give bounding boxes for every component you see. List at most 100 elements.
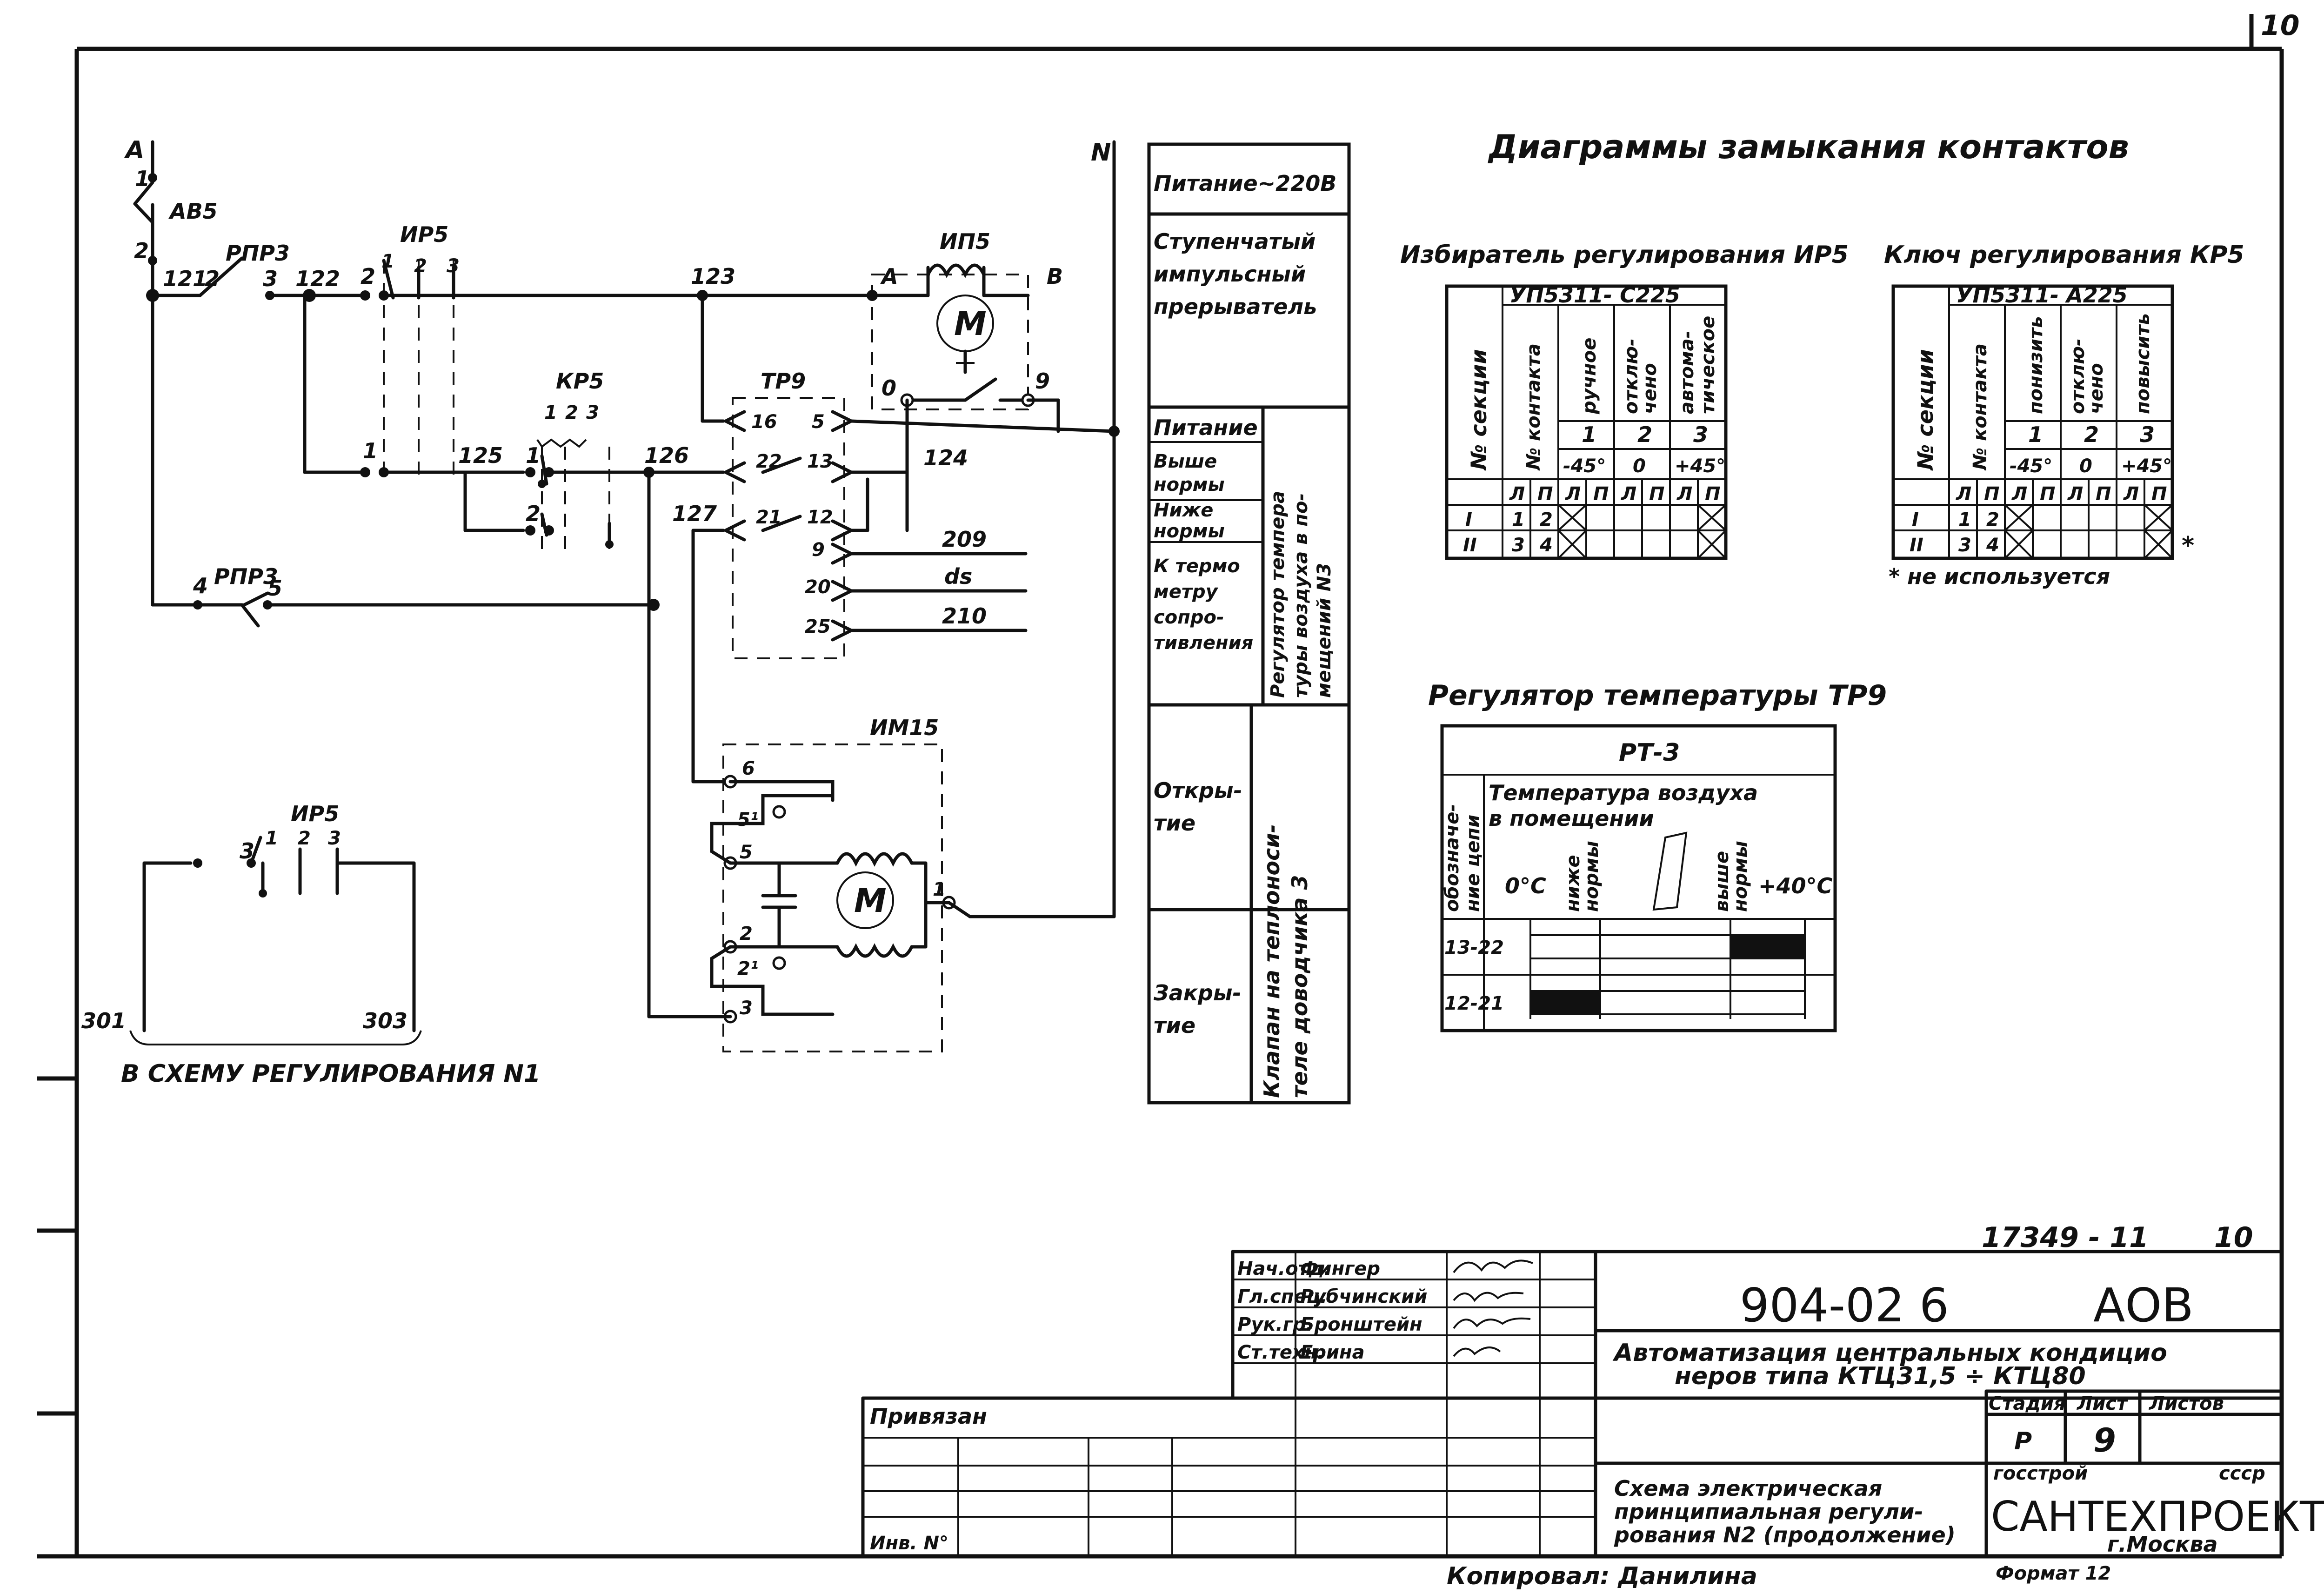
rpr3-bottom-pin-b: 5 [267,576,282,601]
selector-p-c: П [1537,483,1553,505]
drawing-title-3: рования N2 (продолжение) [1614,1522,1956,1547]
key-col-contact: № контакта [1970,343,1991,471]
drawing-title-2: принципиальная регули- [1614,1499,1923,1524]
kp5-c3: 3 [586,402,599,423]
legend-regulator-2: туры воздуха в по- [1290,493,1312,698]
ir5-top-c3: 3 [447,255,460,277]
im15-pin-5p: 5¹ [737,809,758,830]
key-p-1: П [2040,483,2055,505]
legend-closing-1: Закры- [1153,980,1242,1005]
legend-closing-2: тие [1154,1013,1195,1038]
doc-mark: АОВ [2093,1278,2194,1333]
stage-value: Р [2014,1427,2032,1455]
selector-col-section: № секции [1466,349,1491,471]
regulator-col-circuit-1: обозначе- [1442,804,1463,912]
key-note: * не используется [1889,564,2110,589]
regulator-air-temp-1: Температура воздуха [1489,780,1758,805]
selector-pos-2: 2 [1637,422,1652,447]
ab5-pin2: 2 [134,238,149,263]
ip5-pin-a: А [880,264,898,289]
corner-sheet-number: 10 [2261,9,2300,42]
ir5-bottom-c3: 3 [328,828,341,849]
tr9-pin-5: 5 [812,411,825,433]
selector-row2-section: II [1463,535,1477,556]
key-angle-1: -45° [2010,455,2052,477]
ir5-top-row-a: 2 [361,264,375,289]
regulator-model: РТ-3 [1619,739,1680,767]
key-model: УП5311- А225 [1956,282,2128,308]
format-label: Формат 12 [1996,1563,2111,1584]
inv-label: Инв. N° [870,1533,948,1554]
kp5-label: КР5 [556,368,604,394]
key-mode-1: понизить [2025,316,2047,414]
tr9-pin-12: 12 [807,507,833,528]
rpr3-bottom-pin-a: 4 [193,573,208,598]
ip5-motor-symbol: M [954,305,987,343]
legend-valve-1: Клапан на теплоноси- [1259,824,1284,1098]
key-row2-section: II [1910,535,1923,556]
selector-row2-c1: 3 [1512,535,1525,556]
im15-pin-1: 1 [933,879,946,900]
regulator-col-circuit-2: ние цепи [1463,815,1484,912]
selector-p-3: П [1705,483,1720,505]
key-mode-3: повысить [2132,313,2154,414]
regulator-table [1440,724,1837,1032]
tr9-pin-21: 21 [756,507,782,528]
wire-303: 303 [363,1008,407,1033]
key-pos-1: 1 [2028,422,2043,447]
wire-122: 122 [295,266,340,291]
org-city: г.Москва [2107,1532,2218,1557]
im15-motor-symbol: M [854,882,887,920]
staff-name-4: Ерина [1300,1342,1365,1363]
kp5-row-a: 1 [526,443,541,468]
rpr3-bottom-label: РПР3 [214,564,278,589]
kp5-c2: 2 [565,402,578,423]
legend-below-2: нормы [1154,521,1225,542]
regulator-row2-circuit: 12-21 [1444,993,1504,1014]
title-block-frame [861,1250,2284,1558]
staff-role-1: Нач.отд. [1237,1258,1331,1279]
regulator-below-1: ниже [1563,855,1584,912]
regulator-air-temp-2: в помещении [1489,806,1654,831]
key-title: Ключ регулирования КР5 [1884,241,2244,269]
ir5-bottom-c1: 1 [265,828,278,849]
legend-interrupter-2: импульсный [1154,261,1306,287]
key-l-3: Л [2123,483,2139,505]
rpr3-top-label: РПР3 [226,241,290,266]
key-angle-2: 0 [2079,455,2092,477]
legend-power: Питание [1154,415,1258,440]
legend-below-1: Ниже [1154,500,1213,521]
selector-col-contact: № контакта [1523,343,1544,471]
staff-role-3: Рук.гр. [1237,1314,1313,1335]
key-row1-c1: 1 [1958,509,1971,530]
tr9-pin-16: 16 [751,411,777,433]
legend-regulator-1: Регулятор темпера [1267,491,1289,698]
key-pos-2: 2 [2084,422,2099,447]
im15-pin-6: 6 [742,758,755,779]
legend-regulator-3: мещений N3 [1314,563,1335,698]
legend-supply: Питание~220В [1154,171,1336,196]
key-col-section: № секции [1913,349,1938,471]
selector-mode-2a: отклю- [1621,338,1642,414]
staff-role-2: Гл.спец. [1237,1286,1327,1307]
selector-angle-3: +45° [1675,455,1725,477]
wire-126: 126 [644,443,689,468]
selector-title: Избиратель регулирования ИР5 [1400,241,1849,269]
selector-l-1: Л [1565,483,1581,505]
wire-210: 210 [942,603,987,629]
schematic: M [81,136,1120,1088]
legend-opening-1: Откры- [1154,778,1242,803]
selector-row1-section: I [1465,509,1472,530]
selector-mode-1: ручное [1579,338,1600,415]
wire-301: 301 [81,1008,126,1033]
selector-pos-3: 3 [1693,422,1708,447]
diagrams-title: Диаграммы замыкания контактов [1488,128,2129,166]
legend-valve-2: теле доводчика 3 [1287,875,1312,1098]
ir5-top-row-b: 1 [363,438,378,463]
project-code: 904-02 6 [1740,1278,1949,1333]
ir5-bottom-pin: 3 [240,838,254,864]
im15-pin-3: 3 [740,998,753,1019]
key-table [1891,284,2174,560]
key-l-1: Л [2011,483,2027,505]
